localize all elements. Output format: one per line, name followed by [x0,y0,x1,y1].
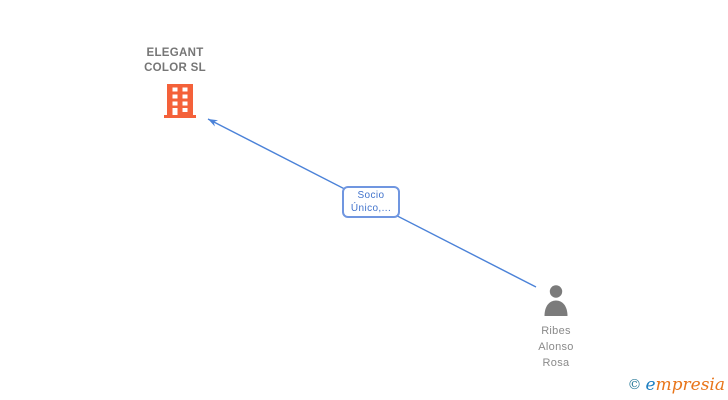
brand-name: empresia [645,375,725,395]
empresia-logo[interactable]: © empresia [627,375,725,395]
edge-label[interactable]: Socio Único,... [342,186,400,218]
company-name[interactable]: ELEGANT COLOR SL [144,47,206,74]
person-node[interactable]: Ribes Alonso Rosa [530,284,582,371]
person-icon[interactable] [542,284,570,316]
brand-first-letter: e [645,375,656,395]
person-name[interactable]: Ribes Alonso Rosa [538,325,574,369]
company-node[interactable]: ELEGANT COLOR SL [138,46,212,118]
copyright-icon: © [627,377,642,393]
building-icon[interactable] [164,84,196,118]
brand-rest: mpresia [655,375,726,395]
